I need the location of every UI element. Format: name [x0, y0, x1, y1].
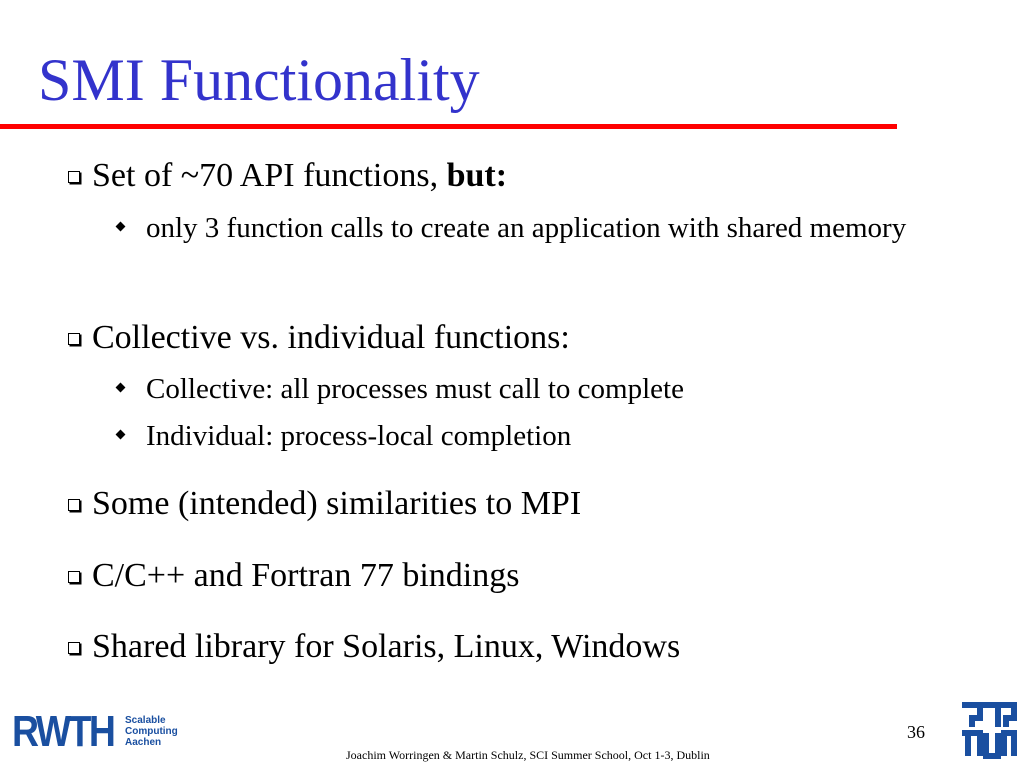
sub-bullet-2-2: Individual: process-local completion — [112, 417, 946, 455]
sub-bullet-text: only 3 function calls to create an appli… — [146, 212, 907, 244]
title-underline — [0, 124, 897, 129]
sub-bullet-text: Collective: all processes must call to c… — [146, 373, 684, 405]
bullet-item-4: C/C++ and Fortran 77 bindings — [68, 556, 519, 596]
rwth-logo: RWTH Scalable Computing Aachen — [12, 707, 178, 756]
rwth-logo-line-3: Aachen — [125, 737, 162, 748]
rwth-logo-line-2: Computing — [125, 726, 178, 737]
bullet-emphasis: but: — [446, 157, 508, 194]
tum-logo-icon — [962, 702, 1017, 759]
checkbox-bullet-icon — [68, 171, 80, 183]
page-number: 36 — [907, 722, 925, 742]
bullet-text: C/C++ and Fortran 77 bindings — [92, 557, 520, 594]
rwth-logo-line-1: Scalable — [125, 715, 166, 726]
bullet-text: Set of ~70 API functions, — [92, 157, 447, 194]
bullet-item-5: Shared library for Solaris, Linux, Windo… — [68, 627, 680, 667]
checkbox-bullet-icon — [68, 571, 80, 583]
bullet-text: Shared library for Solaris, Linux, Windo… — [92, 628, 681, 665]
bullet-text: Collective vs. individual functions: — [92, 319, 570, 356]
checkbox-bullet-icon — [68, 642, 80, 654]
slide-title: SMI Functionality — [38, 47, 480, 113]
sub-bullet-1-1: only 3 function calls to create an appli… — [112, 209, 946, 247]
sub-bullet-text: Individual: process-local completion — [146, 420, 572, 452]
bullet-item-2: Collective vs. individual functions: — [68, 318, 570, 358]
rwth-logo-subtitle: Scalable Computing Aachen — [125, 715, 178, 748]
bullet-item-1: Set of ~70 API functions, but: — [68, 156, 507, 196]
diamond-bullet-icon — [115, 429, 126, 440]
bullet-item-3: Some (intended) similarities to MPI — [68, 484, 581, 524]
sub-bullet-2-1: Collective: all processes must call to c… — [112, 370, 946, 408]
slide-footer: Joachim Worringen & Martin Schulz, SCI S… — [346, 748, 710, 762]
diamond-bullet-icon — [115, 382, 126, 393]
checkbox-bullet-icon — [68, 499, 80, 511]
bullet-text: Some (intended) similarities to MPI — [92, 485, 582, 522]
checkbox-bullet-icon — [68, 333, 80, 345]
rwth-logo-word: RWTH — [12, 707, 116, 756]
diamond-bullet-icon — [115, 221, 126, 232]
